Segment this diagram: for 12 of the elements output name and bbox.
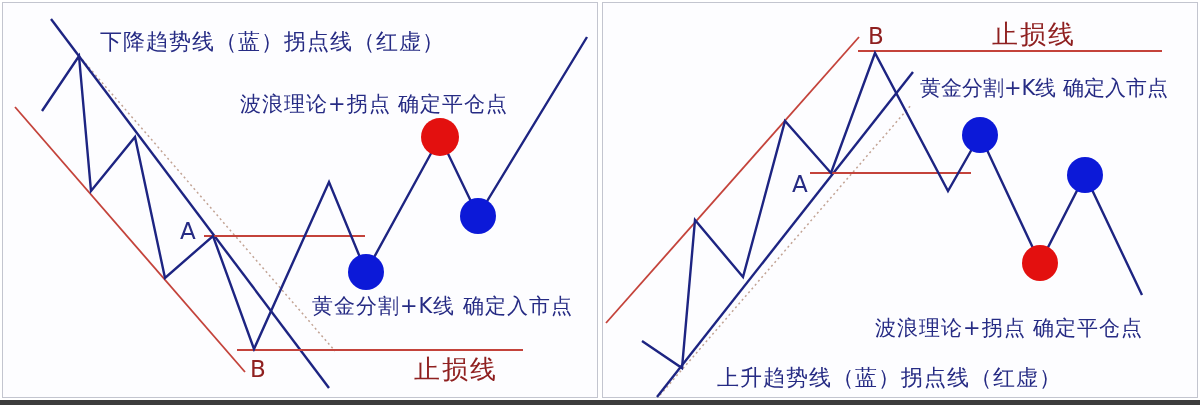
annotation-text: 波浪理论+拐点 确定平仓点 <box>875 317 1144 339</box>
annotation-text: 黄金分割+K线 确定入市点 <box>312 295 574 317</box>
panel-heading: 下降趋势线（蓝）拐点线（红虚） <box>100 31 445 53</box>
annotation-text: 黄金分割+K线 确定入市点 <box>920 77 1169 99</box>
point-label: B <box>250 357 266 381</box>
point-label: A <box>792 172 808 196</box>
stop-loss-label: 止损线 <box>414 356 498 382</box>
annotation-text: 波浪理论+拐点 确定平仓点 <box>240 93 509 115</box>
stop-loss-label: 止损线 <box>992 21 1076 47</box>
point-label: A <box>180 219 196 243</box>
panel-heading: 上升趋势线（蓝）拐点线（红虚） <box>717 367 1062 389</box>
point-label: B <box>868 24 884 48</box>
